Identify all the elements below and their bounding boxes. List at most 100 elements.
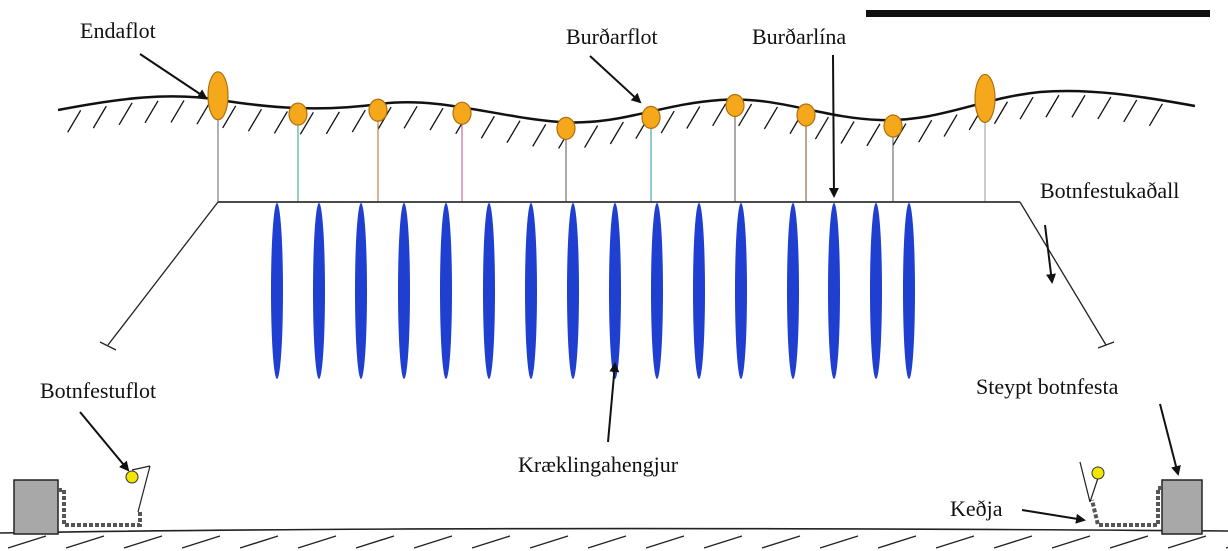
hatch-mark [584,125,599,148]
hatch-mark [712,103,727,127]
seabed-hatch-mark [587,535,627,549]
seabed-hatch-mark [993,535,1033,549]
seabed-hatch-mark [471,535,511,549]
seabed-hatch-mark [181,535,221,549]
arrow-anchor-rope [1044,224,1056,284]
float-droplines [217,99,986,202]
concrete-block-left [13,479,59,535]
hatch-mark [222,105,237,129]
end-float [207,71,229,121]
support-float [796,103,816,127]
hatch-mark [299,112,314,135]
mussel-dropper [609,203,621,379]
label-end-float: Endaflot [80,18,156,43]
mussel-droppers [271,203,915,379]
hatch-mark [403,106,418,129]
hatch-mark [866,123,881,147]
mussel-dropper [525,203,537,379]
seabed-hatch-mark [935,535,975,549]
label-support-float: Burðarflot [566,24,658,49]
label-mussel-droppers: Kræklingahengjur [518,452,679,477]
support-float [725,93,745,118]
hatch-mark [609,121,624,145]
mussel-dropper [787,203,799,379]
mussel-dropper [398,203,410,379]
label-support-line: Burðarlína [752,24,846,49]
hatch-mark [840,121,855,144]
hatch-mark [480,115,495,139]
mussel-dropper [355,203,367,379]
seabed-hatch-mark [239,535,279,549]
seabed-line [0,527,1228,534]
hatch-mark [814,116,829,140]
hatch-mark [993,101,1009,125]
arrow-anchor-float [79,411,130,472]
hatch-mark [92,105,107,129]
anchor-assembly-left [13,465,151,535]
arrow-end-float [139,53,208,100]
support-float [556,116,576,140]
seabed-hatching [0,527,1228,549]
support-float [288,102,308,126]
hatch-mark [532,124,547,147]
hatch-mark [1097,96,1112,120]
hatch-mark [660,110,675,134]
hatch-mark [506,120,521,144]
hatch-mark [918,119,933,143]
seabed-hatch-mark [819,535,859,549]
anchor-rope-right [1019,201,1115,349]
arrow-support-line [828,54,839,198]
hatch-mark [738,103,753,127]
label-bottom-anchor-float: Botnfestuflot [40,378,156,403]
hatch-mark [273,111,288,134]
hatch-mark [1123,99,1138,123]
support-float [368,98,388,122]
arrow-mussel-droppers [607,362,620,443]
chain-left [58,488,142,527]
mussel-dropper [271,203,283,379]
arrow-chain [1021,509,1086,524]
arrows [79,53,1181,524]
hatch-mark [763,106,779,130]
top-black-bar [866,10,1210,17]
seabed-hatch-mark [297,535,337,549]
hatch-mark [196,101,211,125]
floats [207,71,996,140]
concrete-block-right [1161,479,1203,535]
mussel-dropper [828,203,840,379]
mussel-dropper [440,203,452,379]
label-bottom-anchor-rope: Botnfestukaðall [1040,178,1179,203]
seabed-hatch-mark [761,535,801,549]
hatch-mark [170,100,185,123]
anchor-float-small-left [125,470,139,484]
seabed-hatch-mark [1167,535,1207,549]
seabed-hatch-mark [65,535,105,549]
mussel-dropper [567,203,579,379]
mussel-dropper [483,203,495,379]
hatch-mark [351,109,366,133]
chain-right [1090,486,1162,527]
hatch-mark [1045,94,1060,118]
hatch-mark [118,102,133,126]
mussel-dropper [651,203,663,379]
seabed-hatch-mark [1109,535,1149,549]
anchor-rope-left [99,201,219,351]
seabed-hatch-mark [123,535,163,549]
hatch-mark [1019,96,1034,120]
hatch-mark [325,111,340,135]
sea-surface-line [57,89,1196,124]
arrow-support-float [589,55,642,104]
end-float [974,73,996,124]
mussel-dropper [693,203,705,379]
mussel-dropper [870,203,882,379]
label-chain: Keðja [950,496,1003,521]
hatch-mark [67,110,82,133]
mussel-dropper [903,203,915,379]
hatch-mark [429,107,444,131]
support-float [452,101,472,125]
hatch-mark [1148,103,1163,127]
hatch-mark [686,106,701,129]
support-float [641,105,661,129]
seabed-hatch-mark [877,535,917,549]
